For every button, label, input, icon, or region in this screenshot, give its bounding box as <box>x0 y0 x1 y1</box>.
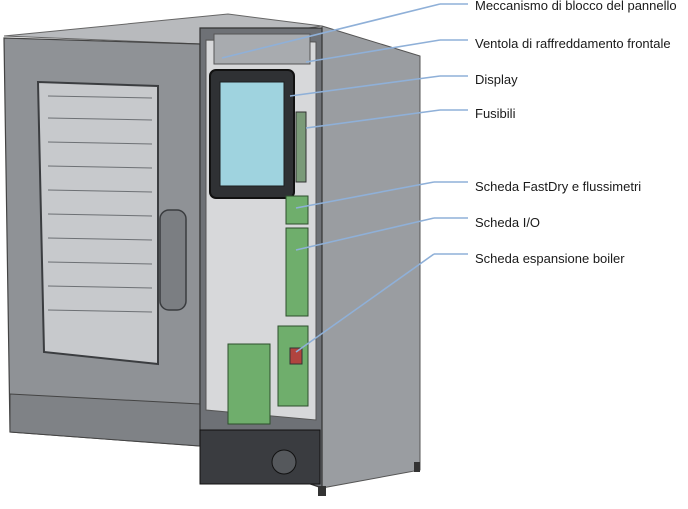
leader-line <box>305 39 441 63</box>
label-fastdry-board: Scheda FastDry e flussimetri <box>475 179 642 194</box>
oven-racks <box>47 95 153 313</box>
fan-area <box>213 33 311 65</box>
boiler-relay <box>289 347 303 365</box>
label-boiler-board: Scheda espansione boiler <box>475 251 625 266</box>
boiler-board <box>277 325 309 407</box>
bottom-control-box <box>199 429 321 485</box>
label-front-fan: Ventola di raffreddamento frontale <box>475 36 671 51</box>
fuse-strip <box>295 111 307 183</box>
label-fuses: Fusibili <box>475 106 516 121</box>
display-screen <box>219 81 285 187</box>
main-pcb <box>227 343 271 425</box>
label-io-board: Scheda I/O <box>475 215 541 230</box>
leader-line <box>295 217 435 251</box>
control-knob <box>271 449 297 475</box>
label-display: Display <box>475 72 518 87</box>
door-handle <box>159 209 187 311</box>
fastdry-board <box>285 195 309 225</box>
door-window <box>36 80 159 366</box>
label-panel-lock: Meccanismo di blocco del pannello <box>475 0 677 13</box>
leader-line <box>289 75 441 97</box>
io-board <box>285 227 309 317</box>
oven-foot <box>318 486 326 496</box>
leader-line <box>295 181 435 209</box>
oven-foot <box>414 462 420 472</box>
leader-line <box>221 3 441 59</box>
leader-line <box>295 253 435 353</box>
leader-line <box>305 109 441 129</box>
oven-side-panel <box>321 25 421 489</box>
leader-lines <box>221 3 468 353</box>
